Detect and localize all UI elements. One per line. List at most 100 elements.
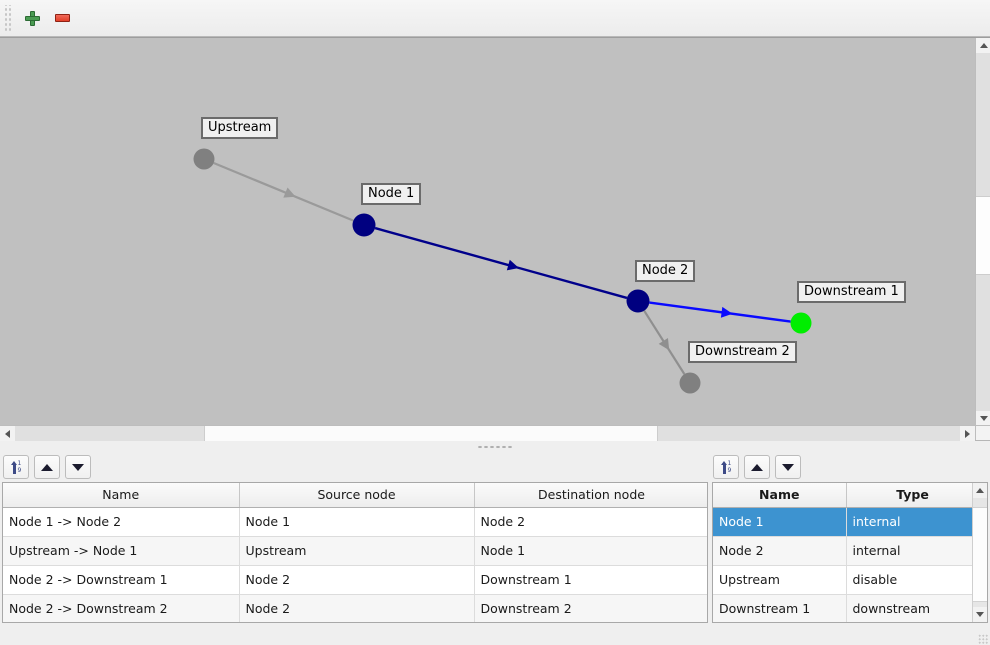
triangle-right-icon <box>965 429 970 438</box>
triangle-up-icon <box>976 488 984 493</box>
graph-edge-node2-downstream1[interactable] <box>649 301 791 323</box>
sort-ascending-icon: 1 9 <box>9 460 24 475</box>
table-cell[interactable]: Node 2 -> Downstream 2 <box>3 594 240 622</box>
table-cell[interactable]: internal <box>846 536 980 566</box>
graph-hscroll-thumb[interactable] <box>204 426 658 441</box>
table-cell[interactable]: Downstream 1 <box>713 594 847 622</box>
scroll-up-button[interactable] <box>976 38 990 53</box>
graph-node-downstream2[interactable] <box>679 372 701 394</box>
nodes-move-up-button[interactable] <box>744 455 770 479</box>
column-header-source-node[interactable]: Source node <box>239 483 475 508</box>
graph-node-upstream[interactable] <box>193 148 215 170</box>
table-cell[interactable]: downstream <box>846 594 980 622</box>
triangle-up-icon <box>41 463 53 471</box>
graph-vertical-scrollbar[interactable] <box>975 38 990 426</box>
graph-vscroll-thumb[interactable] <box>976 196 990 275</box>
nodes-sort-button[interactable]: 1 9 <box>713 455 739 479</box>
graph-edge-node1-node2[interactable] <box>374 226 628 300</box>
table-cell[interactable]: Node 2 <box>239 565 475 595</box>
toolbar-drag-handle[interactable] <box>3 5 12 31</box>
edges-move-down-button[interactable] <box>65 455 91 479</box>
graph-horizontal-scrollbar[interactable] <box>0 425 975 441</box>
graph-vscroll-track[interactable] <box>976 53 990 411</box>
plus-icon <box>24 10 40 26</box>
nodes-vscroll-thumb[interactable] <box>973 507 987 602</box>
graph-edge-arrow-node1-node2 <box>506 259 519 271</box>
table-cell[interactable]: internal <box>846 507 980 537</box>
nodes-move-down-button[interactable] <box>775 455 801 479</box>
graph-node-node2[interactable] <box>626 289 650 313</box>
table-cell[interactable]: Node 2 -> Downstream 1 <box>3 565 240 595</box>
minus-icon <box>54 14 70 22</box>
table-cell[interactable]: Node 1 <box>713 507 847 537</box>
nodes-scroll-down-button[interactable] <box>973 607 987 622</box>
table-cell[interactable]: Upstream -> Node 1 <box>3 536 240 566</box>
table-cell[interactable]: Node 1 <box>239 507 475 537</box>
table-cell[interactable]: Node 1 -> Node 2 <box>3 507 240 537</box>
graph-node-label-downstream2[interactable]: Downstream 2 <box>688 341 797 363</box>
triangle-up-icon <box>751 463 763 471</box>
table-cell[interactable]: Downstream 1 <box>474 565 707 595</box>
table-cell[interactable]: Node 1 <box>474 536 707 566</box>
table-cell[interactable]: Upstream <box>713 565 847 595</box>
table-cell[interactable]: Node 2 <box>713 536 847 566</box>
column-header-name[interactable]: Name <box>713 483 847 508</box>
table-cell[interactable]: Downstream 2 <box>474 594 707 622</box>
triangle-down-icon <box>72 463 84 471</box>
triangle-down-icon <box>976 612 984 617</box>
triangle-left-icon <box>5 429 10 438</box>
table-cell[interactable]: Node 2 <box>239 594 475 622</box>
table-cell[interactable]: Upstream <box>239 536 475 566</box>
column-header-type[interactable]: Type <box>846 483 980 508</box>
graph-hscroll-track[interactable] <box>15 426 960 441</box>
nodes-scroll-up-button[interactable] <box>973 483 987 498</box>
remove-button[interactable] <box>47 3 77 33</box>
window-resize-grip[interactable] <box>978 634 988 644</box>
add-button[interactable] <box>17 3 47 33</box>
graph-edge-upstream-node1[interactable] <box>213 161 354 222</box>
splitter-grip-icon <box>477 444 513 449</box>
triangle-up-icon <box>979 43 988 48</box>
table-cell[interactable]: disable <box>846 565 980 595</box>
main-toolbar <box>0 0 990 37</box>
scroll-left-button[interactable] <box>0 426 15 441</box>
graph-node-label-node1[interactable]: Node 1 <box>361 183 422 205</box>
horizontal-splitter[interactable] <box>0 440 990 452</box>
status-strip <box>0 623 990 645</box>
graph-node-label-upstream[interactable]: Upstream <box>201 117 279 139</box>
graph-edges-layer <box>193 148 812 394</box>
graph-edge-arrow-upstream-node1 <box>283 187 296 198</box>
column-header-name[interactable]: Name <box>3 483 240 508</box>
scroll-down-button[interactable] <box>976 411 990 426</box>
column-header-destination-node[interactable]: Destination node <box>474 483 707 508</box>
graph-node-label-node2[interactable]: Node 2 <box>635 260 696 282</box>
scroll-right-button[interactable] <box>960 426 975 441</box>
edges-move-up-button[interactable] <box>34 455 60 479</box>
nodes-toolbar: 1 9 <box>710 452 990 482</box>
graph-node-node1[interactable] <box>352 213 376 237</box>
graph-node-label-downstream1[interactable]: Downstream 1 <box>797 281 906 303</box>
graph-edge-arrow-node2-downstream2 <box>658 338 670 351</box>
edges-toolbar: 1 9 <box>0 452 710 482</box>
nodes-vertical-scrollbar[interactable] <box>972 483 987 622</box>
graph-node-downstream1[interactable] <box>790 312 812 334</box>
edges-sort-button[interactable]: 1 9 <box>3 455 29 479</box>
table-cell[interactable]: Node 2 <box>474 507 707 537</box>
